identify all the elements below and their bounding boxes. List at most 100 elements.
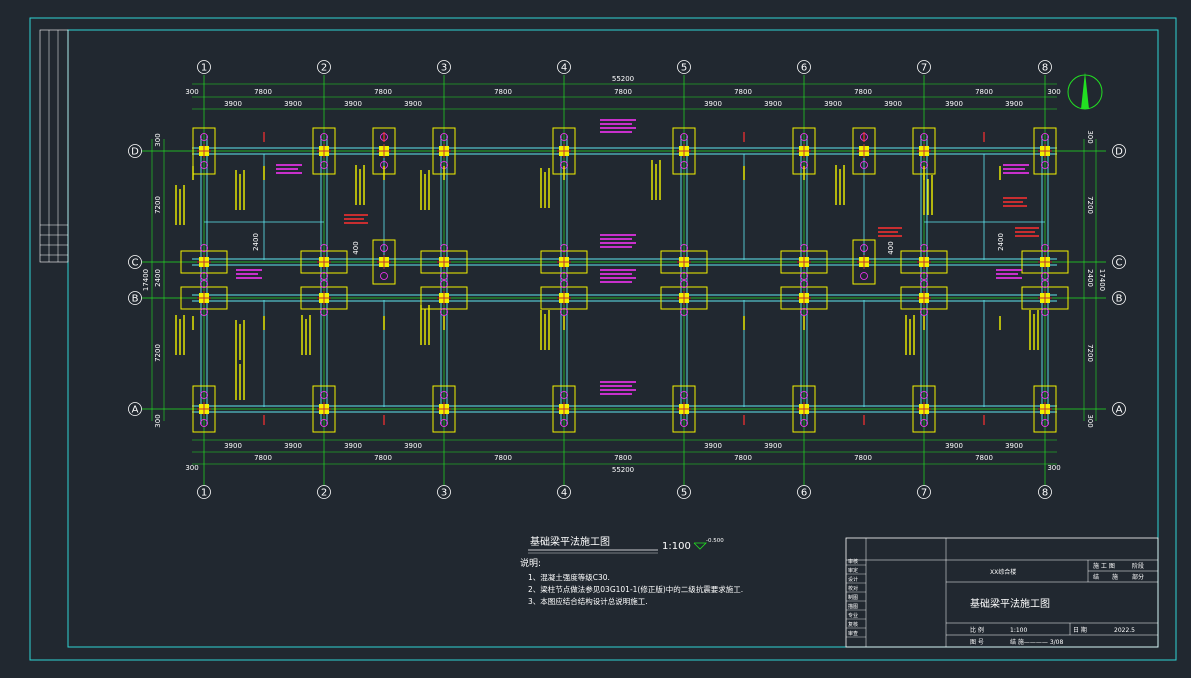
beam-tag-yellow-9 [175,315,185,355]
footing-D2 [312,127,336,175]
axis-label: C [132,258,139,269]
half-bay-top-3: 3900 [344,100,362,108]
title-block-drawing-name: 基础梁平法施工图 [970,597,1050,610]
drawing-scale: 1:100 [662,541,691,552]
footing-outline [792,385,816,433]
pile-marker [560,133,568,141]
dimension-lines [151,83,1097,465]
drawing-caption: 基础梁平法施工图 1:100 -0.500 [528,535,724,554]
beam-tag-red-1 [344,214,368,224]
bay-y-left-2: 2400 [154,269,162,287]
pile-marker [1041,391,1049,399]
pile-marker [200,244,208,252]
beam-tag-yellow-2 [235,170,245,210]
design-notes: 说明: 1、混凝土强度等级C30. 2、梁柱节点做法参见03G101-1(修正版… [520,557,743,606]
pile-marker [200,419,208,427]
footing-B4 [540,280,588,316]
axis-bubble-x-2-bottom: 2 [317,485,331,499]
pile-marker [200,133,208,141]
bay-x-5: 7800 [734,88,752,96]
margin-y-right-top: 300 [1086,130,1094,143]
axis-label: B [132,294,139,305]
footing-outline [780,250,828,274]
footing-C7 [900,244,948,280]
half-bay-top-6: 3900 [764,100,782,108]
margin-y-right-bottom: 300 [1086,414,1094,427]
footing-outline [312,385,336,433]
footing-outline [420,286,468,310]
half-bay-bottom-2: 3900 [284,442,302,450]
half-bay-top-5: 3900 [704,100,722,108]
footing-A2 [312,385,336,433]
footing-outline [900,286,948,310]
dimension-text: 55200 55200 300 300 300 300 7800 7800 78… [142,75,1106,474]
pile-marker [800,280,808,288]
notes-heading: 说明: [520,557,541,569]
half-bay-bottom-3: 3900 [344,442,362,450]
pile-marker [200,161,208,169]
footing-B7 [900,280,948,316]
pile-marker [860,272,868,280]
title-block-row-label: 审查 [848,630,858,637]
discipline-1: 结 [1093,573,1099,581]
axis-bubble-x-2-top: 2 [317,60,331,74]
footing-D1 [192,127,216,175]
footing-outline [300,286,348,310]
pile-marker [440,133,448,141]
pile-marker [800,391,808,399]
axis-circle [797,60,811,74]
axis-bubble-x-7-top: 7 [917,60,931,74]
half-bay-top-4: 3900 [404,100,422,108]
pile-marker [200,391,208,399]
axis-bubble-y-B-right: B [1112,291,1126,305]
binding-strip [39,29,69,263]
bay-x-4: 7800 [614,88,632,96]
pile-marker [320,244,328,252]
axis-label: C [1116,258,1123,269]
footing-outline [540,250,588,274]
infill-dim-1: 2400 [252,233,260,251]
footing-outline [912,385,936,433]
pile-marker [860,244,868,252]
pile-marker [920,419,928,427]
pile-marker [920,133,928,141]
footing-C2 [300,244,348,280]
pile-marker [560,308,568,316]
footing-A6 [792,385,816,433]
bay-x-2: 7800 [374,88,392,96]
axis-circle [1112,255,1126,269]
half-bay-bottom-5: 3900 [704,442,722,450]
footing-outline [660,250,708,274]
pile-marker [680,244,688,252]
bay-x-6: 7800 [854,88,872,96]
axis-circle [128,255,142,269]
beam-tag-yellow-12 [420,305,430,345]
scale-value: 1:100 [1010,627,1027,634]
drawing-frame [29,17,1177,661]
beam-tag-yellow-8 [923,175,933,215]
pile-marker [680,308,688,316]
date-value: 2022.5 [1114,627,1135,634]
pile-marker [320,391,328,399]
pile-marker [440,272,448,280]
infill-dim-4: 2400 [997,233,1005,251]
footing-outline [1021,286,1069,310]
footing-C1 [180,244,228,280]
axis-label: 2 [321,63,327,74]
pile-marker [1041,308,1049,316]
footing-outline [852,127,876,175]
pile-marker [1041,161,1049,169]
pile-marker [800,133,808,141]
pile-marker [440,419,448,427]
axis-label: 3 [441,63,447,74]
footing-outline [672,127,696,175]
axis-bubble-y-A-right: A [1112,402,1126,416]
beam-tag-yellow-6 [651,160,661,200]
pile-marker [440,308,448,316]
discipline-3: 部分 [1132,573,1144,581]
axis-label: 7 [921,488,927,499]
bay-x-b5: 7800 [734,454,752,462]
footing-outline [420,250,468,274]
footing-outline [432,385,456,433]
